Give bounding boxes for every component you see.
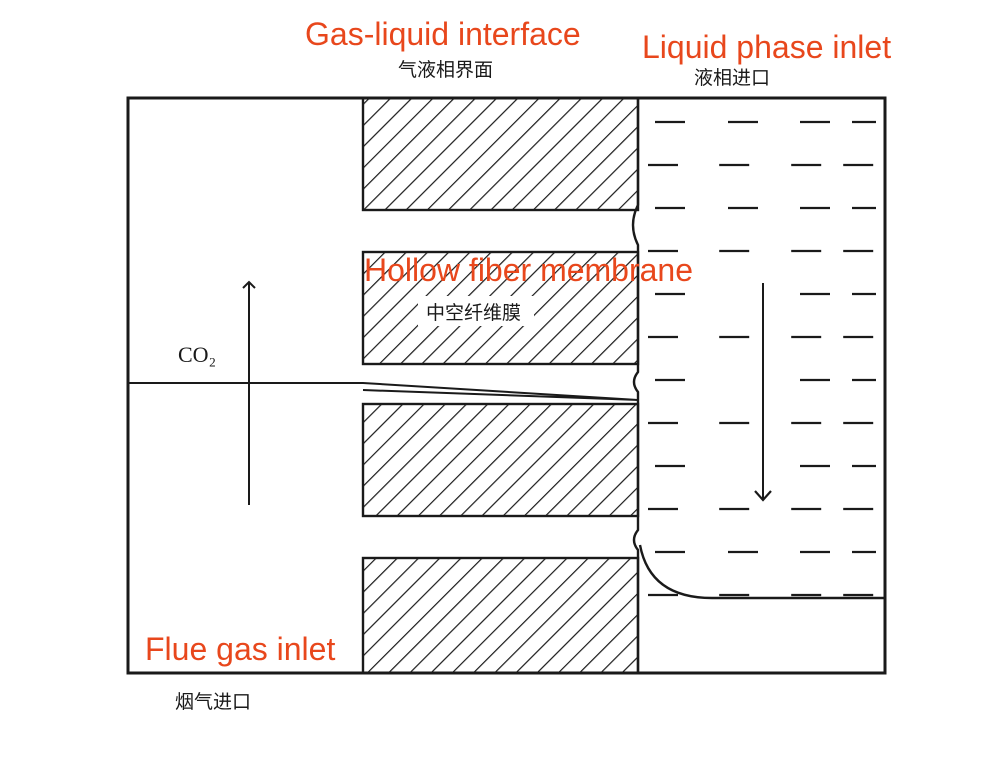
co2-label: CO₂ xyxy=(178,342,216,367)
cn-gas-liquid-interface: 气液相界面 xyxy=(398,59,493,81)
en-gas-liquid-interface: Gas-liquid interface xyxy=(305,16,581,52)
en-flue-gas-inlet: Flue gas inlet xyxy=(145,631,335,667)
cn-hollow-fiber-membrane: 中空纤维膜 xyxy=(426,302,521,324)
cn-flue-gas-inlet: 烟气进口 xyxy=(175,691,251,713)
en-liquid-phase-inlet: Liquid phase inlet xyxy=(642,29,891,65)
liquid-dashes xyxy=(648,120,876,597)
gas-divider-line xyxy=(128,382,639,401)
membrane-block-1 xyxy=(361,96,640,212)
en-hollow-fiber-membrane: Hollow fiber membrane xyxy=(364,252,693,288)
membrane-label-backing xyxy=(418,296,534,326)
cn-liquid-phase-inlet: 液相进口 xyxy=(694,67,770,89)
membrane-block-3 xyxy=(361,402,640,518)
liquid-level-curve xyxy=(638,544,885,600)
membrane-block-4 xyxy=(361,556,640,675)
